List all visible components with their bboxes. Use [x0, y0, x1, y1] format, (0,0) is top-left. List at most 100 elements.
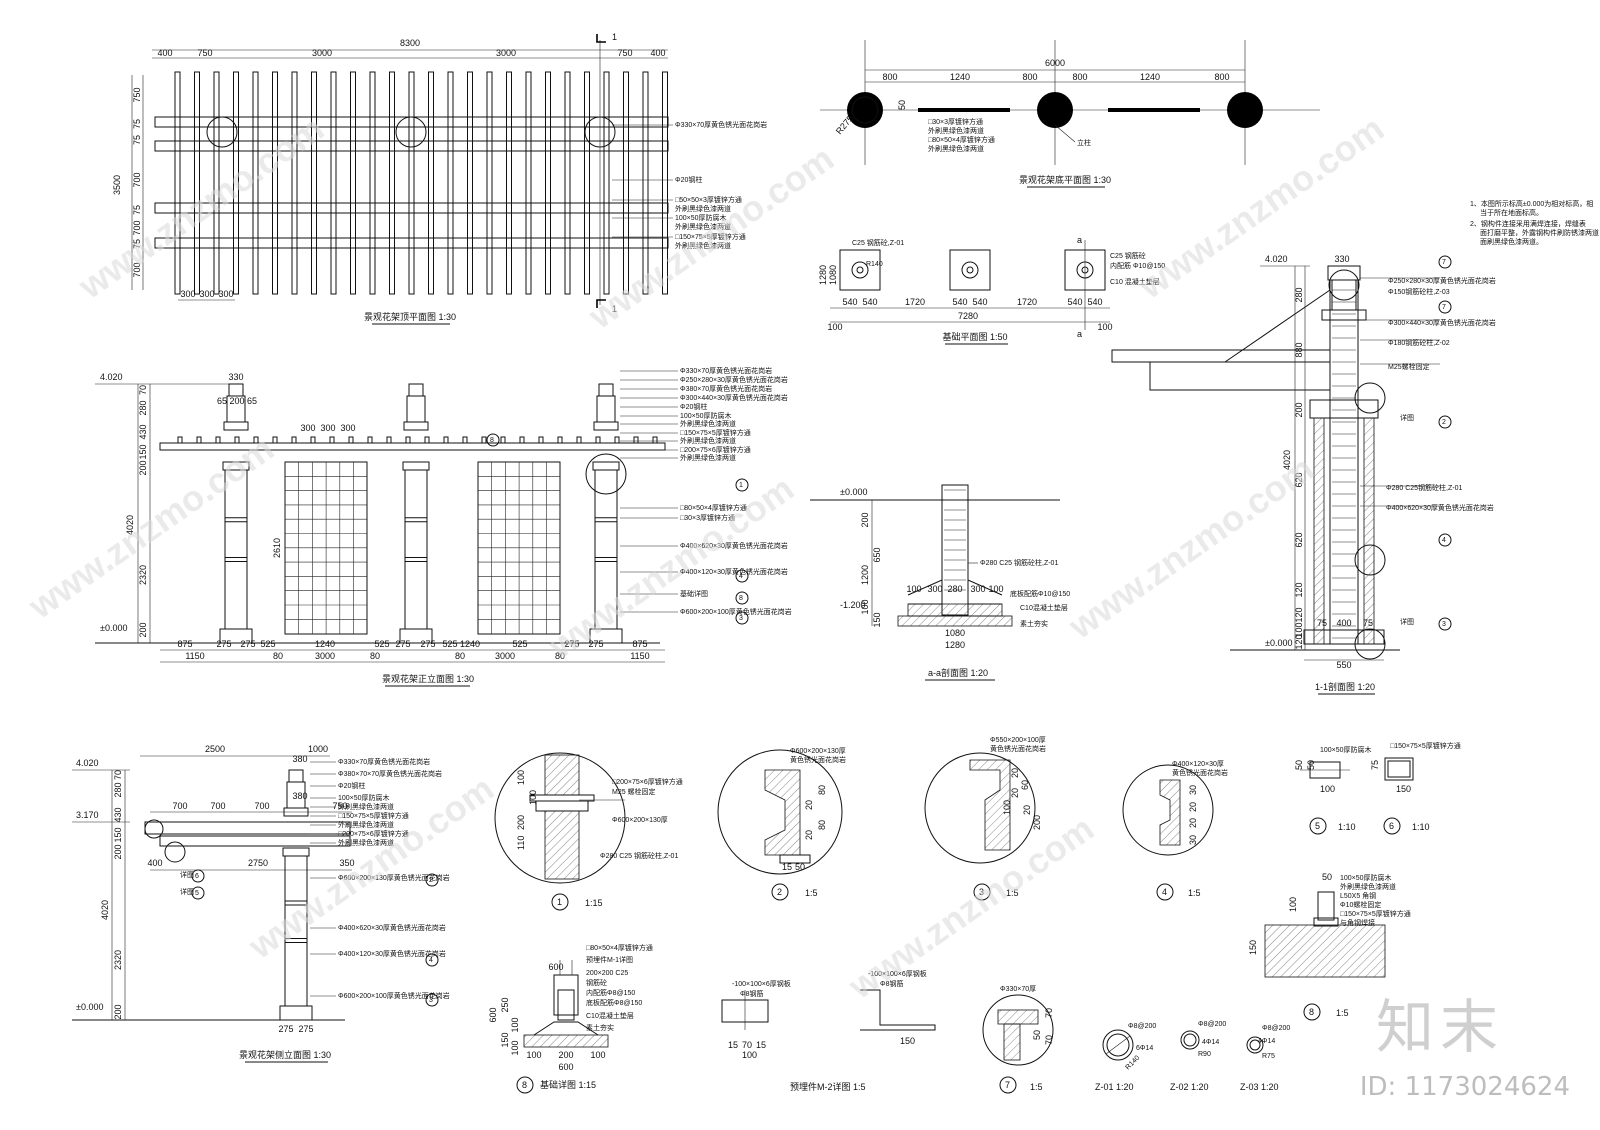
detail-scale: 1:5: [805, 888, 818, 898]
detail-number: 3: [979, 887, 984, 897]
rafter-end: [272, 436, 278, 444]
callout-label: Φ8@200: [1262, 1025, 1290, 1032]
callout-label: Φ10螺栓固定: [1340, 900, 1381, 909]
callout-label: 详图: [1400, 617, 1414, 626]
dim: 540: [972, 297, 987, 307]
callout-label: 100×50厚防腐木: [338, 793, 390, 802]
callout-label: 4Φ14: [1258, 1038, 1275, 1045]
dim: 300: [970, 584, 985, 594]
rafter: [233, 71, 239, 295]
lattice-grid: [285, 462, 560, 634]
dim: 50: [1322, 872, 1332, 882]
dim: 200: [558, 1050, 573, 1060]
note-line: 1、本图所示标高±0.000为相对标高，相: [1470, 199, 1593, 208]
z-02: Φ8@200 4Φ14 R90 Z-02 1:20: [1170, 1021, 1226, 1092]
dim: 75: [132, 135, 142, 145]
callout-label: Φ250×280×30厚黄色锈光面花岗岩: [1388, 276, 1496, 285]
dim: 2500: [205, 744, 225, 754]
dim: 20: [1010, 788, 1020, 798]
aa-section-title: a-a剖面图 1:20: [928, 667, 988, 678]
section-cut-label: a: [1077, 329, 1082, 339]
dim: 1280: [945, 640, 965, 650]
rafter-end: [481, 436, 487, 444]
dim: 75: [132, 205, 142, 215]
front-column-band: [223, 421, 249, 431]
dim: 50: [795, 862, 805, 872]
watermark-text: www.znzmo.com: [840, 807, 1101, 1007]
dim: 80: [273, 651, 283, 661]
dim: 80: [370, 651, 380, 661]
dim: R140: [866, 261, 883, 268]
dim: 750: [617, 48, 632, 58]
dim: 300: [300, 423, 315, 433]
dim: 275: [420, 639, 435, 649]
dim: 380: [292, 754, 307, 764]
callout-label: Φ330×70厚: [1000, 985, 1036, 993]
rafter: [467, 71, 473, 295]
dim: 300: [927, 584, 942, 594]
rafter: [213, 71, 220, 295]
level-marker: 4.020: [76, 758, 99, 768]
callout-label: □150×75×5厚镀锌方通: [680, 428, 751, 437]
columns: [219, 383, 623, 644]
dim: 275: [278, 1024, 293, 1034]
dim: 1080: [828, 265, 838, 285]
front-column-band: [403, 421, 429, 431]
dim: 330: [1334, 254, 1349, 264]
callout-label: Φ400×120×30厚黄色锈光面花岗岩: [338, 949, 446, 958]
callout-label: 钢筋砼: [586, 978, 607, 987]
m2-detail-title: 预埋件M-2详图 1:5: [790, 1081, 866, 1092]
dim: 2320: [138, 565, 148, 585]
front-column-cap: [228, 383, 244, 397]
side-column-band: [283, 807, 309, 817]
section-cut-label: 1: [612, 304, 617, 314]
rafter: [447, 71, 454, 295]
callout-label: 预埋件M-1详图: [586, 955, 633, 964]
detail-number: 4: [1442, 537, 1446, 544]
dim: 150: [113, 827, 123, 842]
dim: 3000: [315, 651, 335, 661]
rafter: [642, 71, 649, 295]
dim: 1240: [460, 639, 480, 649]
rafter-end: [652, 436, 658, 444]
rafter-end: [424, 436, 430, 444]
rafter-end: [633, 436, 639, 444]
dim: 525: [260, 639, 275, 649]
embed-m2-detail: -100×100×6厚钢板 Φ8钢筋 15 70 15 100 -100×100…: [721, 969, 936, 1092]
watermark-text: www.znzmo.com: [540, 467, 801, 667]
dim: 50: [1032, 1030, 1042, 1040]
callout-label: Φ600×200×130厚: [612, 816, 668, 824]
dim: 150: [1248, 940, 1258, 955]
dim: 1240: [950, 72, 970, 82]
callout-label: Φ180钢筋砼柱,Z-02: [1388, 338, 1450, 347]
dim: 200: [1294, 402, 1304, 417]
detail-number: 8: [739, 595, 743, 602]
callout-label: 100×50厚防腐木: [1340, 873, 1392, 882]
callout-label: 外刷黑绿色漆两道: [675, 241, 731, 250]
callout-label: C10混凝土垫层: [586, 1011, 634, 1020]
side-elevation: 4.020 3.170 ±0.000 4020 2320 70 280 430 …: [72, 744, 450, 1063]
dim: 4020: [1282, 450, 1292, 470]
callout-label: L50X5 角钢: [1340, 891, 1376, 900]
dim: 280: [113, 782, 123, 797]
rafter-end: [196, 436, 202, 444]
dim: 550: [1336, 660, 1351, 670]
z-01: Φ8@200 6Φ14 R140 Z-01 1:20: [1095, 1023, 1156, 1092]
rafter-end: [329, 436, 335, 444]
callout-label: □150×75×5厚镀锌方通: [338, 811, 409, 820]
dim: 3000: [496, 48, 516, 58]
dim: 3000: [495, 651, 515, 661]
callout-label: 外刷黑绿色漆两道: [680, 436, 736, 445]
detail-number: 3: [429, 997, 433, 1004]
rafter-end: [310, 436, 316, 444]
rafter-end: [215, 436, 221, 444]
callout-label: 黄色锈光面花岗岩: [990, 744, 1046, 753]
detail-number: 6: [195, 873, 199, 880]
dim: 100: [1320, 784, 1335, 794]
dim: 150: [500, 1032, 510, 1047]
dim: 200: [138, 460, 148, 475]
detail-8: 100×50厚防腐木 外刷黑绿色漆两道 L50X5 角钢 Φ10螺栓固定 □15…: [1248, 872, 1411, 1021]
dim: 70: [138, 385, 148, 395]
dim: 200: [113, 1004, 123, 1019]
